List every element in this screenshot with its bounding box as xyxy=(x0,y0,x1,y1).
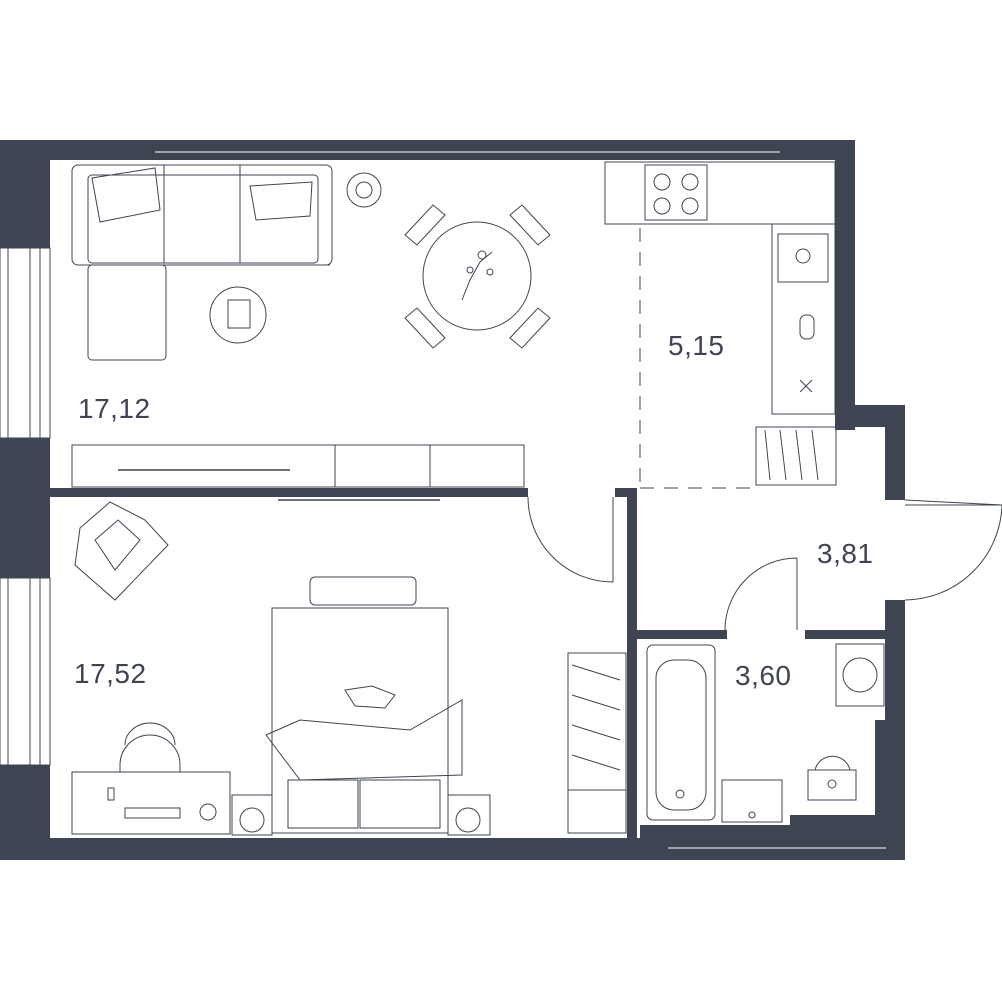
sink xyxy=(721,779,783,823)
tv-cabinet xyxy=(71,444,525,501)
coffee-table xyxy=(209,286,267,344)
bathtub xyxy=(646,644,716,821)
nightstands xyxy=(231,794,491,836)
desk xyxy=(71,722,231,835)
room-area-living: 17,12 xyxy=(78,393,151,424)
bed xyxy=(265,576,463,834)
doors xyxy=(527,228,1002,631)
kitchen-counter xyxy=(604,161,836,415)
bath-wall-niche xyxy=(875,720,885,820)
room-area-bedroom: 17,52 xyxy=(74,658,147,689)
floor-lamp xyxy=(346,172,382,208)
room-area-kitchen: 5,15 xyxy=(668,330,725,361)
toilet xyxy=(807,755,857,801)
room-area-bathroom: 3,60 xyxy=(735,660,792,691)
dining-table xyxy=(404,204,551,349)
sofa xyxy=(71,164,333,361)
room-area-hall: 3,81 xyxy=(817,538,874,569)
armchair xyxy=(74,501,169,601)
walls xyxy=(0,140,905,860)
washing-machine xyxy=(835,643,885,707)
wardrobe-hall xyxy=(755,426,837,486)
windows xyxy=(0,151,886,849)
wardrobe-bedroom xyxy=(567,652,627,834)
